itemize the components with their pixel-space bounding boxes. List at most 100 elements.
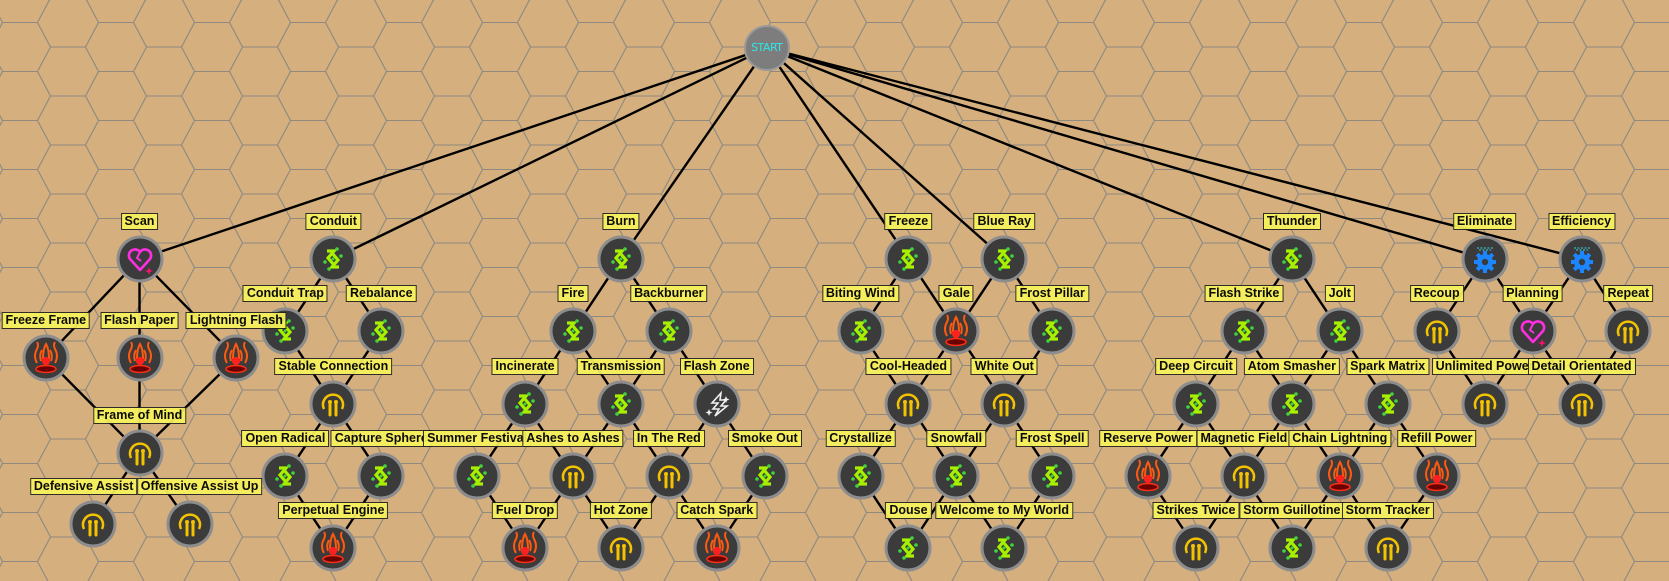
skill-label: Fuel Drop [491, 502, 559, 520]
gear-icon [1570, 247, 1593, 273]
skill-node-burn[interactable] [596, 234, 646, 284]
skill-node-backburner[interactable] [644, 306, 694, 356]
skill-label: Frost Pillar [1015, 285, 1089, 303]
skill-node-atomsmasher[interactable] [1267, 379, 1317, 429]
skill-label: White Out [970, 357, 1038, 375]
conduit-icon [1282, 246, 1302, 271]
skill-node-snowfall[interactable] [931, 451, 981, 501]
heart-icon [1520, 320, 1546, 348]
skill-node-refillpower[interactable] [1412, 451, 1462, 501]
skill-node-reservepower[interactable] [1123, 451, 1173, 501]
skill-node-smokeout[interactable] [740, 451, 790, 501]
fire-icon [1424, 459, 1449, 492]
skill-label: In The Red [632, 430, 705, 448]
skill-label: Capture Sphere [330, 430, 432, 448]
skill-node-strikestwice[interactable] [1171, 523, 1221, 573]
skill-node-stormguillotine[interactable] [1267, 523, 1317, 573]
skill-node-defensiveassist[interactable] [68, 499, 118, 549]
power-icon [1570, 393, 1593, 417]
skill-node-efficiency[interactable] [1557, 234, 1607, 284]
skill-node-transmission[interactable] [596, 379, 646, 429]
skill-label: Fire [557, 285, 589, 303]
power-icon [561, 465, 585, 489]
skill-node-incinerate[interactable] [500, 379, 550, 429]
skill-node-bitingwind[interactable] [836, 306, 886, 356]
skill-node-lightningflash[interactable] [211, 333, 261, 383]
fire-icon [127, 341, 152, 374]
skill-label: Rebalance [346, 285, 417, 303]
skill-node-coolheaded[interactable] [883, 379, 933, 429]
skill-label: Conduit [305, 212, 361, 230]
skill-node-freeze[interactable] [883, 234, 933, 284]
power-icon [897, 393, 920, 417]
skill-label: Catch Spark [676, 502, 758, 520]
skill-node-eliminate[interactable] [1460, 234, 1510, 284]
skill-label: Flash Strike [1204, 285, 1284, 303]
skill-node-flashstrike[interactable] [1219, 306, 1269, 356]
skill-label: Strikes Twice [1152, 502, 1240, 520]
skill-label: Offensive Assist Up [136, 477, 263, 495]
skill-node-fueldrop[interactable] [500, 523, 550, 573]
skill-node-chainlightning[interactable] [1315, 451, 1365, 501]
skill-node-sparkmatrix[interactable] [1363, 379, 1413, 429]
skill-node-frameofmind[interactable] [115, 428, 165, 478]
conduit-icon [1282, 391, 1302, 416]
skill-node-rebalance[interactable] [356, 306, 406, 356]
skill-node-stormtracker[interactable] [1363, 523, 1413, 573]
skill-node-frostspell[interactable] [1027, 451, 1077, 501]
skill-node-catchspark[interactable] [692, 523, 742, 573]
skill-label: Deep Circuit [1155, 357, 1237, 375]
skill-node-freezeframe[interactable] [21, 333, 71, 383]
skill-node-crystallize[interactable] [836, 451, 886, 501]
skill-label: Transmission [576, 357, 666, 375]
power-icon [1376, 537, 1399, 561]
conduit-icon [850, 319, 871, 344]
skill-node-stableconnection[interactable] [308, 379, 358, 429]
skill-node-gale[interactable] [931, 306, 981, 356]
start-node[interactable]: START [743, 24, 790, 71]
skill-node-whiteout[interactable] [979, 379, 1029, 429]
skill-node-repeat[interactable] [1603, 306, 1653, 356]
skill-node-planning[interactable] [1508, 306, 1558, 356]
skill-node-recoup[interactable] [1412, 306, 1462, 356]
power-icon [1425, 320, 1448, 344]
skill-node-frostpillar[interactable] [1027, 306, 1077, 356]
conduit-icon [754, 464, 775, 488]
skill-node-hotzone[interactable] [596, 523, 646, 573]
conduit-icon [994, 536, 1015, 561]
connection-line [332, 46, 768, 260]
skill-node-capturesphere[interactable] [356, 451, 406, 501]
conduit-icon [611, 246, 631, 271]
power-icon [1184, 537, 1208, 561]
skill-node-offensiveassistup[interactable] [165, 499, 215, 549]
skill-node-ashestoashes[interactable] [548, 451, 598, 501]
skill-node-inthered[interactable] [644, 451, 694, 501]
power-icon [178, 513, 201, 537]
skill-node-perpetualengine[interactable] [308, 523, 358, 573]
skill-label: Freeze [884, 212, 933, 230]
skill-node-douse[interactable] [883, 523, 933, 573]
skill-node-flashpaper[interactable] [115, 333, 165, 383]
skill-label: Storm Tracker [1341, 502, 1434, 520]
connection-line [766, 46, 1582, 260]
skill-node-welcometomyworld[interactable] [979, 523, 1029, 573]
skill-node-flashzone[interactable] [692, 379, 742, 429]
skill-node-thunder[interactable] [1267, 234, 1317, 284]
skill-node-conduit[interactable] [308, 234, 358, 284]
skill-label: Defensive Assist [29, 477, 138, 495]
skill-node-scan[interactable] [115, 234, 165, 284]
skill-node-jolt[interactable] [1315, 306, 1365, 356]
skill-node-fire[interactable] [548, 306, 598, 356]
skill-node-detailorientated[interactable] [1557, 379, 1607, 429]
skill-node-unlimitedpower[interactable] [1460, 379, 1510, 429]
skill-label: Flash Paper [100, 311, 179, 329]
skill-node-magneticfield[interactable] [1219, 451, 1269, 501]
skill-node-blueray[interactable] [979, 234, 1029, 284]
skill-node-deepcircuit[interactable] [1171, 379, 1221, 429]
conduit-icon [611, 391, 631, 416]
connection-line [139, 46, 768, 260]
skill-node-openradical[interactable] [260, 451, 310, 501]
skill-label: Douse [885, 502, 932, 520]
connection-line [766, 47, 1006, 260]
skill-node-summerfestival[interactable] [452, 451, 502, 501]
